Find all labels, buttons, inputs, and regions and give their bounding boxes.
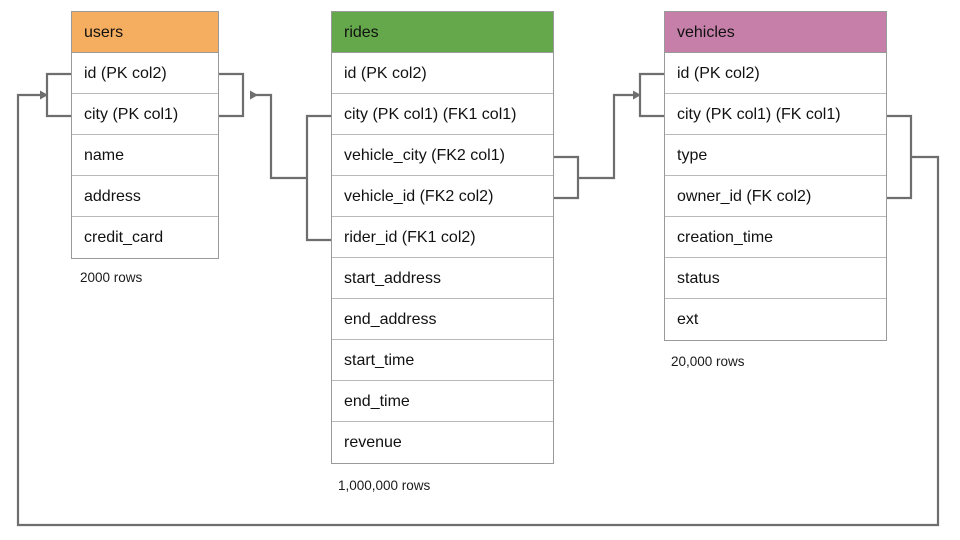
table-rides-column-end-address[interactable]: end_address xyxy=(332,299,553,340)
table-rides-header: rides xyxy=(332,12,553,53)
table-users[interactable]: users id (PK col2) city (PK col1) name a… xyxy=(71,11,219,259)
table-vehicles-column-city[interactable]: city (PK col1) (FK col1) xyxy=(665,94,886,135)
table-rides-column-revenue[interactable]: revenue xyxy=(332,422,553,463)
table-rides-column-start-address[interactable]: start_address xyxy=(332,258,553,299)
table-rides-row-count: 1,000,000 rows xyxy=(338,478,431,493)
vehicles-left-key-bracket xyxy=(638,72,664,118)
table-users-header: users xyxy=(72,12,218,53)
table-vehicles-column-id[interactable]: id (PK col2) xyxy=(665,53,886,94)
users-left-key-bracket xyxy=(45,72,71,118)
table-vehicles-header: vehicles xyxy=(665,12,886,53)
table-vehicles-column-ext[interactable]: ext xyxy=(665,299,886,340)
table-rides-column-vehicle-city[interactable]: vehicle_city (FK2 col1) xyxy=(332,135,553,176)
table-vehicles-column-creation-time[interactable]: creation_time xyxy=(665,217,886,258)
table-users-row-count: 2000 rows xyxy=(80,270,143,285)
edge-rides-fk1-to-users xyxy=(250,90,307,180)
table-vehicles-column-type[interactable]: type xyxy=(665,135,886,176)
edge-rides-fk2-to-vehicles xyxy=(578,90,641,180)
rides-right-fk2-bracket xyxy=(554,155,580,200)
table-users-column-name[interactable]: name xyxy=(72,135,218,176)
table-vehicles-column-status[interactable]: status xyxy=(665,258,886,299)
table-vehicles-column-owner-id[interactable]: owner_id (FK col2) xyxy=(665,176,886,217)
vehicles-right-fk-bracket xyxy=(887,114,913,200)
table-users-column-credit-card[interactable]: credit_card xyxy=(72,217,218,258)
table-rides-column-end-time[interactable]: end_time xyxy=(332,381,553,422)
rides-left-fk1-bracket xyxy=(305,114,331,242)
table-rides-column-vehicle-id[interactable]: vehicle_id (FK2 col2) xyxy=(332,176,553,217)
table-rides-column-rider-id[interactable]: rider_id (FK1 col2) xyxy=(332,217,553,258)
table-rides[interactable]: rides id (PK col2) city (PK col1) (FK1 c… xyxy=(331,11,554,464)
table-vehicles-row-count: 20,000 rows xyxy=(671,354,745,369)
table-rides-column-city[interactable]: city (PK col1) (FK1 col1) xyxy=(332,94,553,135)
table-vehicles[interactable]: vehicles id (PK col2) city (PK col1) (FK… xyxy=(664,11,887,341)
users-right-key-bracket xyxy=(219,72,245,118)
table-rides-column-start-time[interactable]: start_time xyxy=(332,340,553,381)
table-users-column-city[interactable]: city (PK col1) xyxy=(72,94,218,135)
table-rides-column-id[interactable]: id (PK col2) xyxy=(332,53,553,94)
table-users-column-id[interactable]: id (PK col2) xyxy=(72,53,218,94)
table-users-column-address[interactable]: address xyxy=(72,176,218,217)
